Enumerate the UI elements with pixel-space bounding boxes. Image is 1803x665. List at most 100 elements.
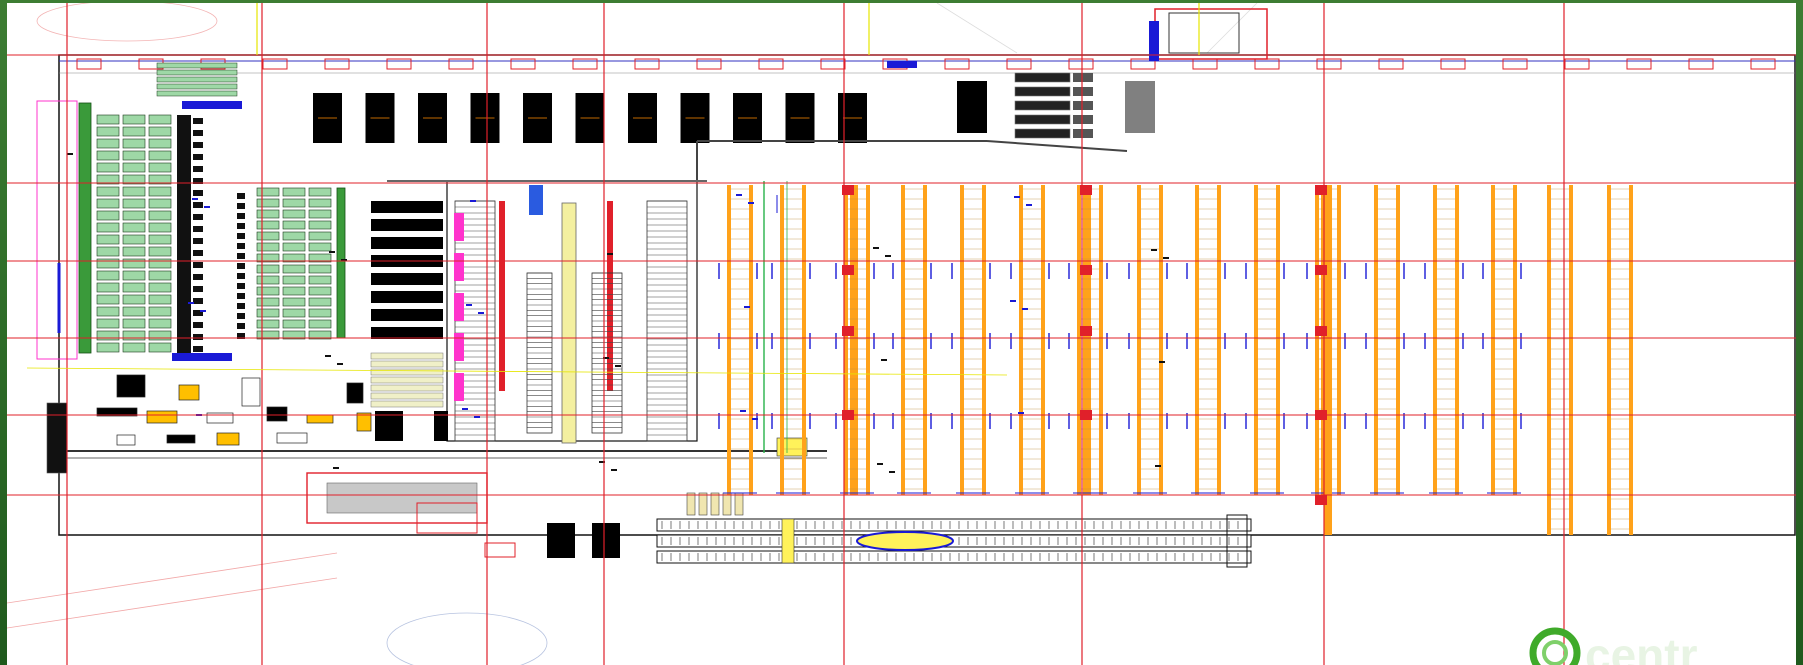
cad-floor-plan: centr [7,3,1796,665]
feeder-unit [1014,72,1071,83]
storage-rack [122,150,146,161]
annotation-mark [1151,249,1157,251]
awning-bay [1564,58,1590,70]
storage-rack [308,330,332,340]
annotation-mark [200,310,206,312]
awning-bay [820,58,846,70]
auxiliary-equipment [67,153,1169,473]
annotation-mark [325,355,331,357]
storage-rack [122,210,146,221]
storage-rack [96,294,120,305]
rack-upright [177,115,191,355]
red-column-beam [607,201,613,391]
storage-rack [122,270,146,281]
storage-rack [96,234,120,245]
rack-upright [901,185,905,495]
column-marker [1080,265,1092,275]
column-marker [1315,185,1327,195]
rack-upright [1629,185,1633,535]
tray-rack [370,368,444,376]
storage-rack [308,242,332,252]
awning-bay [1130,58,1156,70]
rack-frame [526,272,553,434]
awning-bay [1688,58,1714,70]
entrance-room [1168,12,1240,54]
storage-rack [156,62,238,69]
magenta-marker [454,293,464,321]
production-equipment [356,412,372,432]
ring-logo-inner [1542,640,1568,665]
awning-bay [1068,58,1094,70]
annotation-mark [67,153,73,155]
tray-rack [686,492,696,516]
tray-rack [734,492,744,516]
company-logo: centr [1529,627,1698,665]
column-marker [1080,185,1092,195]
storage-rack [256,209,280,219]
blue-conveyor [887,61,917,68]
storage-rack [282,297,306,307]
storage-rack [256,242,280,252]
production-equipment [276,432,308,444]
annotation-mark [462,408,468,410]
storage-rack [282,231,306,241]
inactive-machine [1125,81,1155,133]
awning-bay [572,58,598,70]
storage-rack [282,319,306,329]
tray-rack [698,492,708,516]
storage-rack [96,258,120,269]
storage-rack [308,275,332,285]
tray-rack [370,392,444,400]
mould-bay [371,309,443,321]
storage-rack [148,126,172,137]
feeder-unit [1073,115,1093,124]
storage-rack [148,114,172,125]
awning-bay [1502,58,1528,70]
yellow-axis [26,367,1008,376]
rack-upright [1083,185,1091,495]
pallet [193,118,203,124]
storage-rack [96,222,120,233]
panel-stack [46,402,68,474]
storage-rack [256,253,280,263]
awning-bay [262,58,288,70]
storage-rack [96,318,120,329]
annotation-mark [474,416,480,418]
pallet [193,154,203,160]
storage-rack [96,174,120,185]
storage-rack [122,126,146,137]
rack-upright [1159,185,1163,495]
storage-rack [282,264,306,274]
annotation-mark [333,467,339,469]
awning-bay [634,58,660,70]
feeder-unit [1073,129,1093,138]
storage-rack [308,308,332,318]
storage-rack [122,174,146,185]
storage-rack [96,330,120,341]
column-marker [1315,326,1327,336]
annotation-mark [603,357,609,359]
storage-rack [282,286,306,296]
rack-upright [727,185,731,495]
column-marker [1080,326,1092,336]
annex-room [416,502,478,534]
highlight-ellipse [856,531,954,551]
oven [547,523,575,558]
rack-upright [1041,185,1045,495]
rack-upright [1569,185,1573,535]
production-equipment [346,382,364,404]
rack-upright [982,185,986,495]
storage-rack [256,275,280,285]
storage-rack [156,83,238,90]
storage-rack [96,270,120,281]
pallet [193,322,203,328]
storage-rack [282,275,306,285]
storage-rack [122,114,146,125]
storage-rack [148,162,172,173]
annotation-mark [1163,257,1169,259]
dock-end [1226,514,1248,568]
feeder-unit [1014,128,1071,139]
storage-rack [96,126,120,137]
storage-rack [308,187,332,197]
center-production-zone [46,180,827,558]
